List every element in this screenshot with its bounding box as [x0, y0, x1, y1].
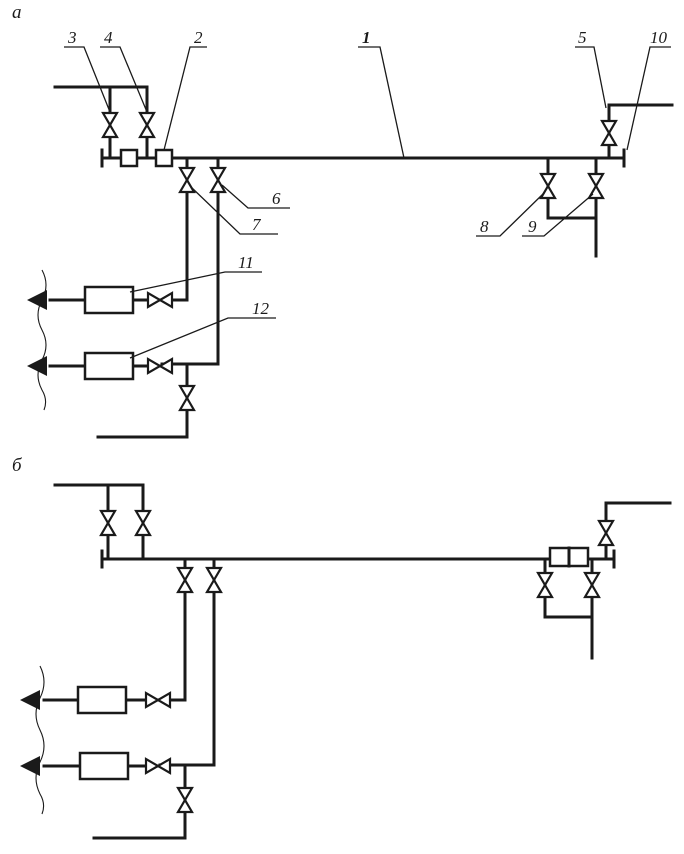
- label-2: 2: [194, 28, 203, 47]
- label-8: 8: [480, 217, 489, 236]
- valve-b-upper: [144, 691, 172, 709]
- valve-b-branch-1: [536, 571, 554, 599]
- equipment-12: [83, 351, 135, 381]
- label-3: 3: [67, 28, 77, 47]
- label-4: 4: [104, 28, 113, 47]
- valve-b-branch-2: [583, 571, 601, 599]
- equipment-b-lower: [78, 751, 130, 781]
- valve-b-inlet-1: [99, 509, 117, 537]
- label-9: 9: [528, 217, 537, 236]
- label-5: 5: [578, 28, 587, 47]
- panel-label-b: б: [12, 455, 23, 476]
- equipment-11: [83, 285, 135, 315]
- valve-b-inlet-2: [134, 509, 152, 537]
- meter-box-2: [154, 148, 174, 168]
- valve-b-right: [597, 519, 615, 547]
- panel-label-a: а: [12, 2, 22, 23]
- valve-b-6: [205, 566, 223, 594]
- branch-pipe-b-7: [158, 557, 187, 702]
- inlet-pipe-b2: [53, 483, 145, 561]
- leader-2: [163, 46, 207, 151]
- leader-7: [190, 186, 278, 235]
- leader-10: [626, 46, 671, 151]
- meter-box: [119, 148, 139, 168]
- label-6: 6: [272, 189, 281, 208]
- outlet-arrow-11: [27, 290, 47, 310]
- leader-1: [358, 46, 405, 159]
- equipment-b-upper: [76, 685, 128, 715]
- outlet-arrow-b-upper: [20, 690, 40, 710]
- label-1: 1: [362, 28, 371, 47]
- valve-12: [146, 357, 174, 375]
- leader-6: [221, 184, 290, 209]
- label-7: 7: [252, 215, 262, 234]
- branch-pipe-6: [160, 156, 220, 366]
- valve-3: [101, 111, 119, 139]
- leader-12: [129, 317, 276, 359]
- valve-11: [146, 291, 174, 309]
- break-line-b: [35, 665, 45, 815]
- outlet-arrow-b-lower: [20, 756, 40, 776]
- leader-3: [64, 46, 111, 113]
- inlet-pipe-4: [53, 85, 149, 160]
- leader-4: [100, 46, 148, 113]
- outlet-arrow-12: [27, 356, 47, 376]
- bypass-valve: [178, 384, 196, 412]
- panel-a: а: [12, 2, 674, 439]
- leader-8: [476, 192, 545, 237]
- label-12: 12: [252, 299, 270, 318]
- label-10: 10: [650, 28, 668, 47]
- valve-b-lower: [144, 757, 172, 775]
- break-line: [37, 269, 47, 411]
- valve-4: [138, 111, 156, 139]
- valve-9: [587, 172, 605, 200]
- valve-b-7: [176, 566, 194, 594]
- inlet-pipe-b-right: [604, 501, 672, 561]
- branch-pipe-b-6: [158, 557, 216, 767]
- branch-pipe-7: [160, 156, 189, 302]
- panel-b: б: [12, 455, 672, 840]
- leader-11: [129, 271, 262, 293]
- leader-9: [522, 193, 594, 237]
- leader-5: [575, 46, 607, 109]
- bypass-valve-b: [176, 786, 194, 814]
- valve-6: [209, 166, 227, 194]
- inlet-pipe-5: [607, 103, 674, 160]
- label-11: 11: [238, 253, 254, 272]
- valve-5: [600, 119, 618, 147]
